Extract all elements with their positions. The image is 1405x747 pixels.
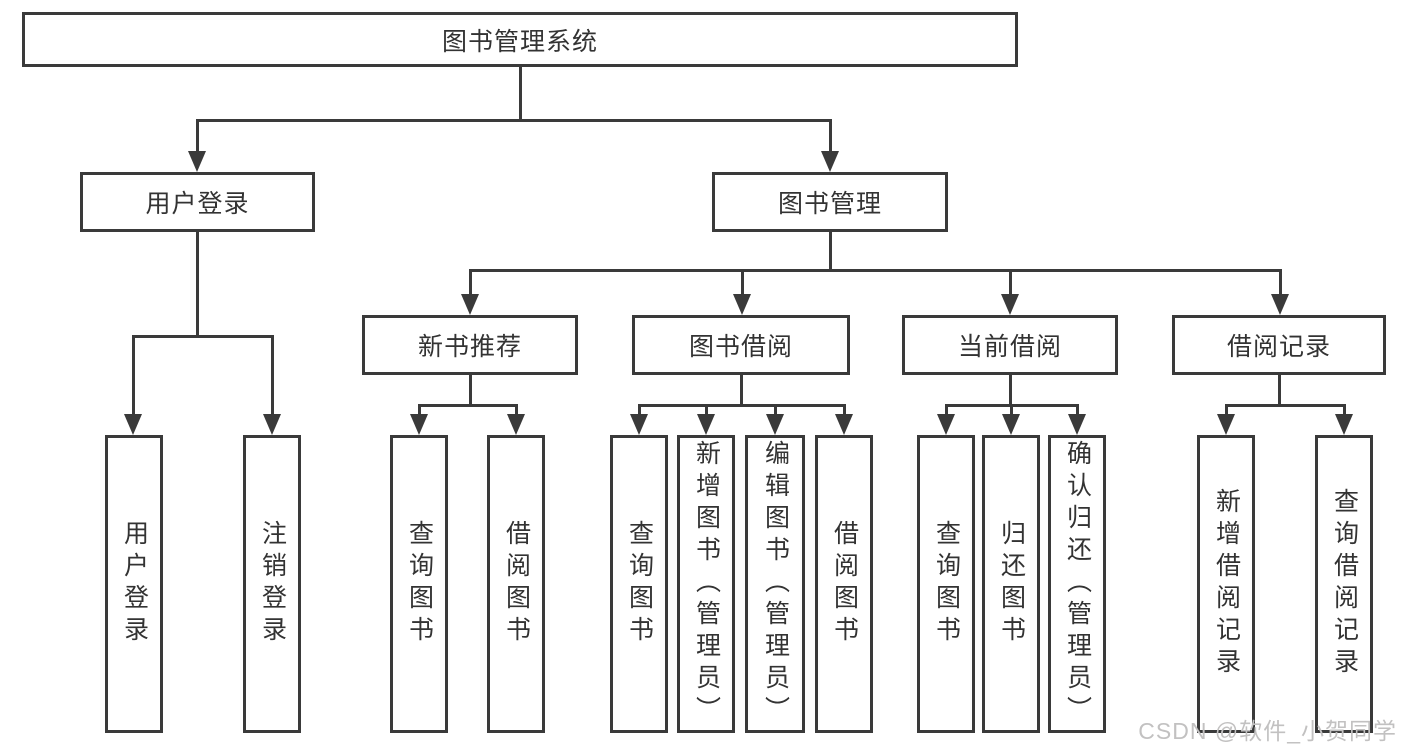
connector-arrow-down: [507, 414, 525, 435]
connector-arrow-down: [410, 414, 428, 435]
connector-arrow-down: [1002, 414, 1020, 435]
leaf-label: 用户登录: [120, 520, 149, 648]
node-new-book-recommend-label: 新书推荐: [417, 333, 522, 361]
connector-vline: [1009, 269, 1012, 297]
connector-vline: [1279, 269, 1282, 297]
leaf-label: 查询图书: [932, 520, 961, 648]
connector-hline: [132, 335, 273, 338]
connector-vline: [1010, 404, 1013, 417]
connector-vline: [705, 404, 708, 417]
connector-vline: [829, 232, 832, 271]
connector-arrow-down: [1068, 414, 1086, 435]
connector-vline: [1009, 375, 1012, 407]
leaf-label: 借阅图书: [830, 520, 859, 648]
leaf-label: 新增图书（管理员）: [692, 440, 721, 728]
leaf-label: 查询图书: [405, 520, 434, 648]
connector-arrow-down: [630, 414, 648, 435]
node-borrow-record-label: 借阅记录: [1226, 333, 1331, 361]
node-user-login: 用户登录: [80, 172, 315, 232]
connector-vline: [271, 335, 274, 417]
connector-hline: [945, 404, 1078, 407]
leaf-edit-books-admin: 编辑图书（管理员）: [745, 435, 805, 733]
connector-vline: [196, 232, 199, 338]
connector-vline: [418, 404, 421, 417]
connector-hline: [638, 404, 845, 407]
leaf-add-borrow-record: 新增借阅记录: [1197, 435, 1255, 733]
connector-arrow-down: [821, 151, 839, 172]
leaf-label: 注销登录: [258, 520, 287, 648]
connector-vline: [1278, 375, 1281, 407]
leaf-borrow-books-1: 借阅图书: [487, 435, 545, 733]
connector-hline: [469, 269, 1281, 272]
leaf-label: 确认归还（管理员）: [1063, 440, 1092, 728]
connector-vline: [1076, 404, 1079, 417]
connector-hline: [418, 404, 517, 407]
connector-vline: [741, 269, 744, 297]
watermark-text: CSDN @软件_小贺同学: [1138, 718, 1397, 744]
connector-arrow-down: [766, 414, 784, 435]
connector-arrow-down: [1335, 414, 1353, 435]
connector-arrow-down: [835, 414, 853, 435]
connector-arrow-down: [697, 414, 715, 435]
connector-vline: [774, 404, 777, 417]
leaf-query-books-2: 查询图书: [610, 435, 668, 733]
leaf-borrow-books-2: 借阅图书: [815, 435, 873, 733]
connector-vline: [515, 404, 518, 417]
node-root-label: 图书管理系统: [441, 27, 598, 56]
node-book-mgmt: 图书管理: [712, 172, 948, 232]
connector-vline: [945, 404, 948, 417]
leaf-label: 新增借阅记录: [1212, 488, 1241, 680]
node-book-mgmt-label: 图书管理: [777, 190, 882, 218]
connector-vline: [638, 404, 641, 417]
node-user-login-label: 用户登录: [145, 190, 250, 218]
leaf-logout: 注销登录: [243, 435, 301, 733]
leaf-label: 编辑图书（管理员）: [761, 440, 790, 728]
node-book-borrow: 图书借阅: [632, 315, 850, 375]
leaf-return-books: 归还图书: [982, 435, 1040, 733]
node-current-borrow-label: 当前借阅: [957, 333, 1062, 361]
leaf-label: 借阅图书: [502, 520, 531, 648]
connector-vline: [829, 119, 832, 154]
leaf-confirm-return-admin: 确认归还（管理员）: [1048, 435, 1106, 733]
connector-vline: [132, 335, 135, 417]
leaf-query-books-1: 查询图书: [390, 435, 448, 733]
connector-arrow-down: [124, 414, 142, 435]
connector-vline: [519, 67, 522, 121]
connector-arrow-down: [263, 414, 281, 435]
leaf-label: 查询图书: [625, 520, 654, 648]
connector-vline: [1225, 404, 1228, 417]
connector-vline: [1343, 404, 1346, 417]
node-book-borrow-label: 图书借阅: [688, 333, 793, 361]
leaf-add-books-admin: 新增图书（管理员）: [677, 435, 735, 733]
connector-arrow-down: [1271, 294, 1289, 315]
node-current-borrow: 当前借阅: [902, 315, 1118, 375]
node-root: 图书管理系统: [22, 12, 1018, 67]
leaf-user-login: 用户登录: [105, 435, 163, 733]
connector-hline: [1225, 404, 1345, 407]
connector-vline: [469, 375, 472, 407]
node-borrow-record: 借阅记录: [1172, 315, 1386, 375]
leaf-query-borrow-record: 查询借阅记录: [1315, 435, 1373, 733]
connector-arrow-down: [733, 294, 751, 315]
connector-vline: [843, 404, 846, 417]
connector-arrow-down: [937, 414, 955, 435]
connector-arrow-down: [1217, 414, 1235, 435]
node-new-book-recommend: 新书推荐: [362, 315, 578, 375]
connector-arrow-down: [1001, 294, 1019, 315]
connector-vline: [740, 375, 743, 407]
connector-hline: [196, 119, 831, 122]
connector-vline: [196, 119, 199, 154]
connector-arrow-down: [461, 294, 479, 315]
leaf-label: 归还图书: [997, 520, 1026, 648]
connector-arrow-down: [188, 151, 206, 172]
leaf-label: 查询借阅记录: [1330, 488, 1359, 680]
leaf-query-books-3: 查询图书: [917, 435, 975, 733]
connector-vline: [469, 269, 472, 297]
